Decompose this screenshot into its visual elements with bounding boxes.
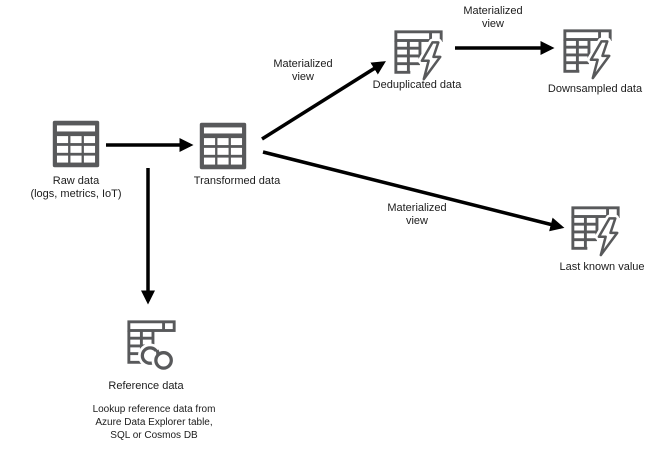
transformed-data-label: Transformed data [193, 175, 281, 187]
raw-data-label: Raw data (logs, metrics, IoT) [6, 175, 146, 201]
transformed-data-table-icon [197, 120, 249, 172]
arrow-transformed-to-deduplicated [261, 61, 386, 141]
last-known-value-table-lightning-icon [569, 203, 623, 257]
raw-data-table-icon [50, 118, 102, 170]
deduplicated-data-table-lightning-icon [392, 27, 446, 81]
reference-lookup-note: Lookup reference data from Azure Data Ex… [92, 404, 216, 441]
reference-data-table-link-icon [125, 317, 179, 371]
raw-data-label-text: Raw data [52, 175, 100, 187]
materialized-view-label-deduplicated: Materialized view [273, 58, 333, 83]
materialized-view-label-downsampled: Materialized view [463, 5, 523, 30]
reference-data-label: Reference data [108, 380, 184, 392]
materialized-view-label-last-known: Materialized view [387, 202, 447, 227]
deduplicated-data-label: Deduplicated data [372, 79, 462, 91]
last-known-value-label: Last known value [559, 261, 645, 273]
downsampled-data-table-lightning-icon [561, 26, 615, 80]
raw-data-sublabel: (logs, metrics, IoT) [30, 188, 122, 200]
downsampled-data-label: Downsampled data [547, 83, 643, 95]
arrow-transformed-to-last-known [262, 150, 565, 232]
